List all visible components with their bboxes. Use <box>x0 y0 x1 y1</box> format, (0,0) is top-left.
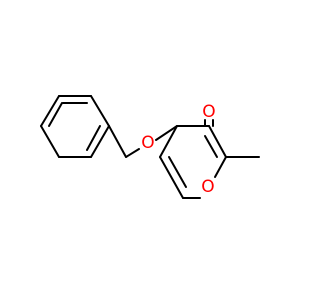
bond <box>159 125 178 158</box>
bond <box>125 148 140 158</box>
ether-oxygen-label: O <box>141 133 154 153</box>
phenyl-ring <box>40 95 110 158</box>
bond <box>108 125 127 158</box>
pyranone-ring <box>159 119 260 199</box>
structure-canvas: O O O <box>40 95 260 199</box>
bond <box>90 125 110 158</box>
benzyl-linker <box>108 125 178 158</box>
double-bond-inner <box>86 125 101 151</box>
ring-oxygen-label: O <box>201 177 214 197</box>
carbonyl-oxygen-label: O <box>202 102 215 122</box>
double-bond-inner <box>168 156 187 188</box>
double-bond-inner <box>204 135 218 158</box>
bond <box>214 156 227 178</box>
bond <box>208 125 227 158</box>
bond <box>155 125 178 141</box>
double-bond-inner <box>48 102 63 127</box>
bond <box>159 156 184 199</box>
bond <box>40 95 60 127</box>
bond <box>90 95 110 127</box>
bond <box>40 125 60 158</box>
chemical-structure-diagram: O O O <box>40 95 260 199</box>
